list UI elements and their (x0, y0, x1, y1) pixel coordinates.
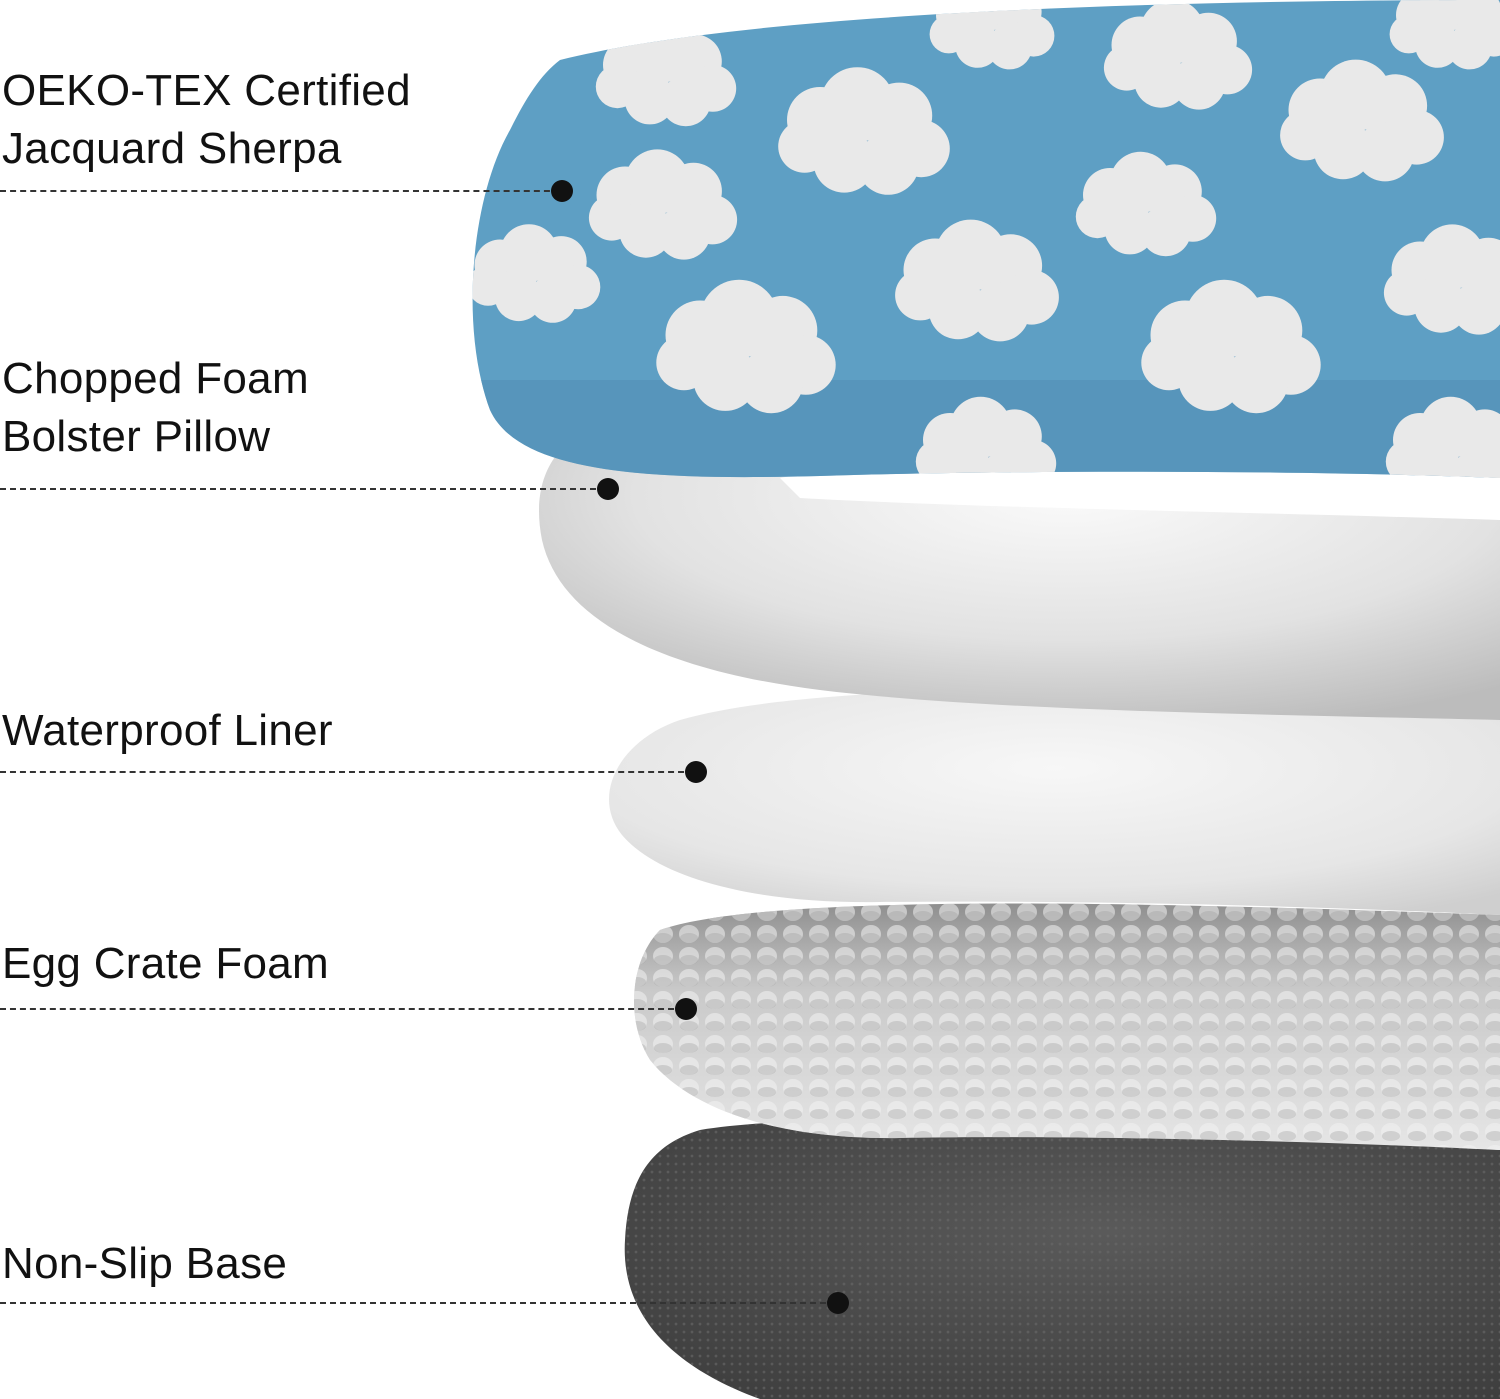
bolster-pillow-layer (539, 398, 1500, 720)
marker-dot-bolster (597, 478, 619, 500)
label-eggcrate-line-1: Egg Crate Foam (2, 939, 330, 988)
marker-dot-sherpa (551, 180, 573, 202)
leader-line-base (0, 1302, 836, 1304)
label-eggcrate: Egg Crate Foam (2, 935, 329, 993)
leader-line-eggcrate (0, 1008, 684, 1010)
marker-dot-liner (685, 761, 707, 783)
waterproof-liner-layer (608, 688, 1500, 915)
leader-line-sherpa (0, 190, 560, 192)
label-sherpa-line-2: Jacquard Sherpa (2, 124, 342, 173)
label-bolster-line-1: Chopped Foam (2, 354, 309, 403)
label-bolster: Chopped Foam Bolster Pillow (2, 350, 309, 466)
label-sherpa-line-1: OEKO-TEX Certified (2, 66, 411, 115)
label-base-line-1: Non-Slip Base (2, 1239, 288, 1288)
marker-dot-eggcrate (675, 998, 697, 1020)
label-liner-line-1: Waterproof Liner (2, 706, 333, 755)
label-base: Non-Slip Base (2, 1235, 287, 1293)
non-slip-base-layer (624, 1119, 1500, 1399)
label-bolster-line-2: Bolster Pillow (2, 412, 271, 461)
egg-crate-foam-layer (633, 903, 1500, 1150)
sherpa-cover-layer (472, 0, 1500, 478)
leader-line-bolster (0, 488, 606, 490)
marker-dot-base (827, 1292, 849, 1314)
leader-line-liner (0, 771, 694, 773)
label-sherpa: OEKO-TEX Certified Jacquard Sherpa (2, 62, 411, 178)
label-liner: Waterproof Liner (2, 702, 333, 760)
